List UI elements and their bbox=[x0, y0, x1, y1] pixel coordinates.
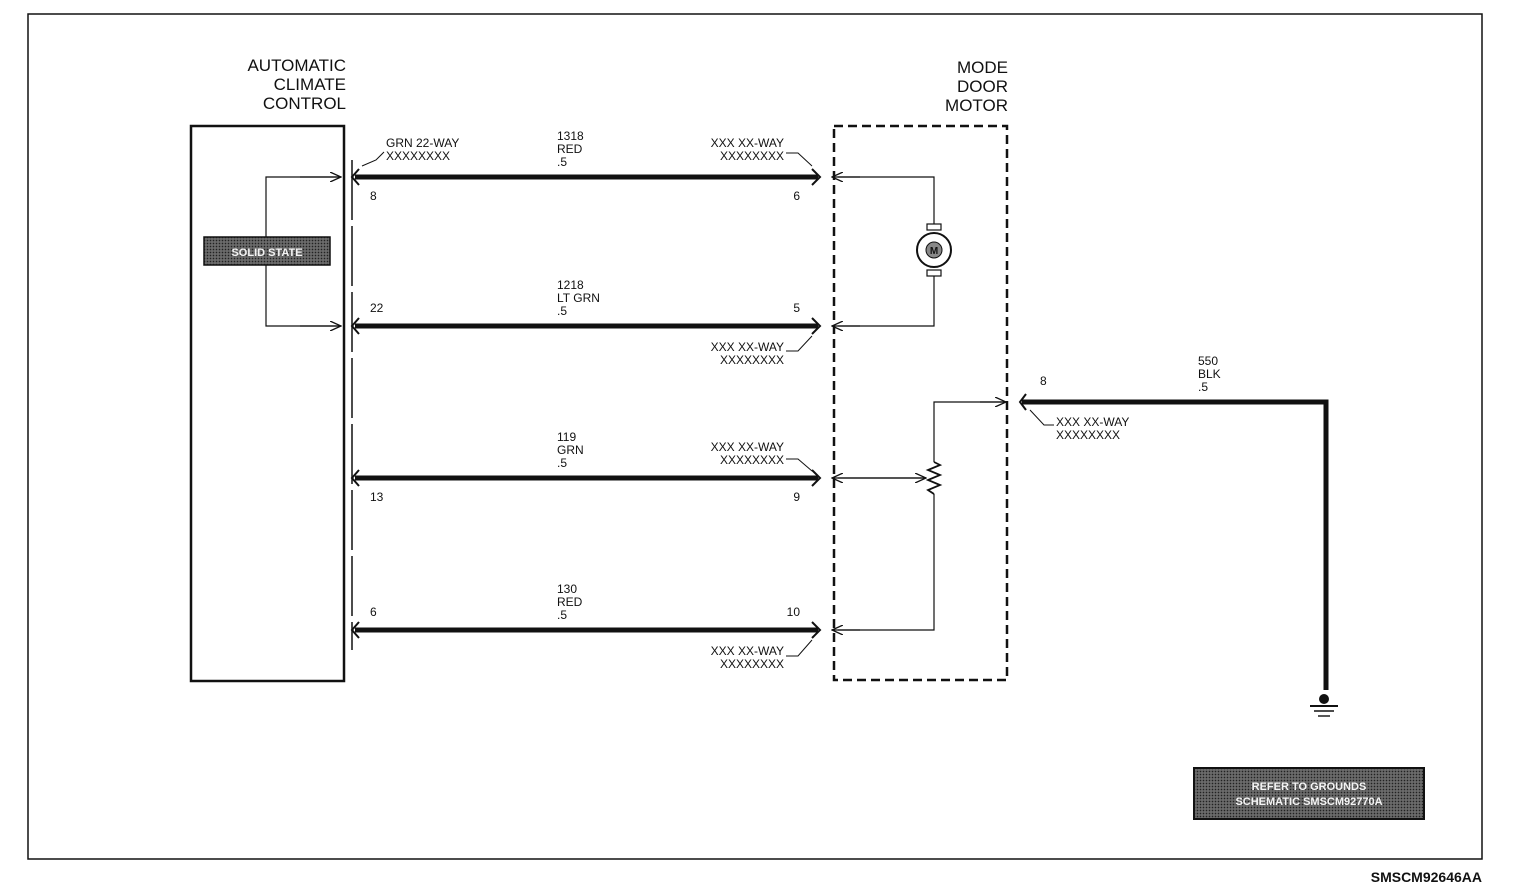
svg-text:REFER TO GROUNDS: REFER TO GROUNDS bbox=[1252, 781, 1367, 793]
wire-4-right-pin: 10 bbox=[787, 605, 801, 619]
ground-connector-pin: 8 bbox=[1040, 374, 1047, 388]
wire-2-left-pin: 22 bbox=[370, 301, 384, 315]
solid-state-label: SOLID STATE bbox=[203, 236, 331, 266]
acc-module-box bbox=[189, 124, 346, 683]
svg-text:M: M bbox=[930, 246, 938, 257]
wire-3-left-pin: 13 bbox=[370, 490, 384, 504]
wire-3-right-terminal bbox=[811, 469, 822, 487]
motor-c4-leader bbox=[786, 639, 813, 657]
acc-connector-name: GRN 22-WAY bbox=[386, 136, 459, 150]
wire-3-circuit-number: 119 bbox=[557, 430, 576, 444]
svg-text:SCHEMATIC SMSCM92770A: SCHEMATIC SMSCM92770A bbox=[1235, 796, 1382, 808]
motor-c2-name: XXX XX-WAY bbox=[711, 340, 784, 354]
pot-trace-bottom bbox=[838, 494, 935, 631]
motor-c3-part: XXXXXXXX bbox=[720, 453, 784, 467]
wire-2-circuit-number: 1218 bbox=[557, 278, 584, 292]
wire-1-right-terminal bbox=[811, 168, 822, 186]
mode-door-motor: MODE DOOR MOTOR M bbox=[832, 58, 1009, 682]
wire-3-circuit-color: GRN bbox=[557, 443, 584, 457]
motor-label-line-2: DOOR bbox=[957, 77, 1008, 96]
ground-connector-part: XXXXXXXX bbox=[1056, 428, 1120, 442]
motor-c1-leader bbox=[786, 152, 813, 167]
wire-1-circuit-number: 1318 bbox=[557, 129, 584, 143]
motor-c1-name: XXX XX-WAY bbox=[711, 136, 784, 150]
figure-id: SMSCM92646AA bbox=[1371, 869, 1482, 885]
refer-to-grounds-box: REFER TO GROUNDS SCHEMATIC SMSCM92770A bbox=[1193, 767, 1425, 820]
ground-circuit-number: 550 bbox=[1198, 354, 1218, 368]
svg-text:SOLID STATE: SOLID STATE bbox=[231, 247, 302, 259]
wire-3-left-terminal bbox=[350, 469, 360, 487]
wire-3-circuit-gauge: .5 bbox=[557, 456, 567, 470]
acc-connector-leader bbox=[361, 151, 385, 167]
wire-4-circuit-number: 130 bbox=[557, 582, 577, 596]
wire-4-left-terminal bbox=[350, 621, 360, 639]
acc-connector-part: XXXXXXXX bbox=[386, 149, 450, 163]
motor-c4-part: XXXXXXXX bbox=[720, 657, 784, 671]
acc-module: AUTOMATIC CLIMATE CONTROL SOLID STATE bbox=[189, 56, 346, 683]
acc-label-line-2: CLIMATE bbox=[274, 75, 346, 94]
motor-c2-leader bbox=[786, 335, 813, 352]
wire-4-circuit-color: RED bbox=[557, 595, 583, 609]
motor-trace-bottom bbox=[838, 276, 935, 327]
wire-4-circuit-gauge: .5 bbox=[557, 608, 567, 622]
acc-label-line-3: CONTROL bbox=[263, 94, 346, 113]
wire-1-right-pin: 6 bbox=[793, 189, 800, 203]
wire-1-left-pin: 8 bbox=[370, 189, 377, 203]
wire-2-circuit-gauge: .5 bbox=[557, 304, 567, 318]
motor-c1-part: XXXXXXXX bbox=[720, 149, 784, 163]
wire-2-right-terminal bbox=[811, 317, 822, 335]
motor-c3-name: XXX XX-WAY bbox=[711, 440, 784, 454]
ground-connector-leader bbox=[1029, 409, 1054, 426]
potentiometer-icon bbox=[925, 461, 943, 495]
motor-c4-name: XXX XX-WAY bbox=[711, 644, 784, 658]
ground-wire bbox=[1022, 399, 1329, 690]
diagram-frame bbox=[27, 13, 1483, 860]
wire-2-right-pin: 5 bbox=[793, 301, 800, 315]
motor-label-line-3: MOTOR bbox=[945, 96, 1008, 115]
wire-2-circuit-color: LT GRN bbox=[557, 291, 600, 305]
acc-label-line-1: AUTOMATIC bbox=[247, 56, 346, 75]
motor-c2-part: XXXXXXXX bbox=[720, 353, 784, 367]
ground-connector-name: XXX XX-WAY bbox=[1056, 415, 1129, 429]
wire-2-left-terminal bbox=[350, 317, 360, 335]
ground-icon bbox=[1310, 694, 1338, 717]
ground-circuit-gauge: .5 bbox=[1198, 380, 1208, 394]
ground-connector-terminal bbox=[1018, 393, 1027, 411]
wire-3-right-pin: 9 bbox=[793, 490, 800, 504]
wire-4-left-pin: 6 bbox=[370, 605, 377, 619]
wire-1-circuit-gauge: .5 bbox=[557, 155, 567, 169]
motor-trace-top bbox=[838, 176, 935, 226]
wire-1-left-terminal bbox=[350, 168, 360, 186]
ground-circuit: 8 550 BLK .5 XXX XX-WAY XXXXXXXX bbox=[1018, 354, 1338, 717]
wire-4-right-terminal bbox=[811, 621, 822, 639]
motor-label-line-1: MODE bbox=[957, 58, 1008, 77]
pot-trace-top bbox=[933, 401, 1004, 462]
motor-c3-leader bbox=[786, 458, 813, 472]
ground-circuit-color: BLK bbox=[1198, 367, 1221, 381]
motor-component-box bbox=[832, 124, 1009, 682]
wire-1-circuit-color: RED bbox=[557, 142, 583, 156]
motor-icon: M bbox=[916, 223, 952, 277]
